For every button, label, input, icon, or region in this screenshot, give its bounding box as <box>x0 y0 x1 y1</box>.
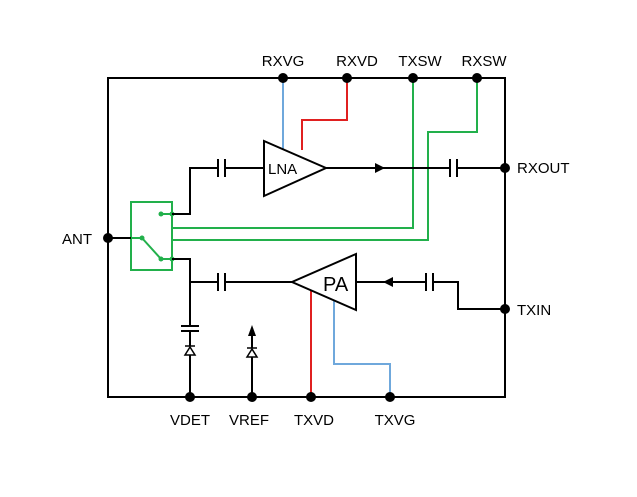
rx-input-wire <box>172 167 218 215</box>
txsw-pin <box>408 73 418 83</box>
vref-diode <box>245 347 259 358</box>
ant-pin <box>103 233 113 243</box>
rx-input-capacitor <box>217 159 226 177</box>
vref-pin <box>247 392 257 402</box>
rxsw-pin <box>472 73 482 83</box>
tx-direction-arrow <box>383 277 393 287</box>
vdet-pin <box>185 392 195 402</box>
pa-label: PA <box>323 274 349 296</box>
vref-arrow <box>248 325 256 336</box>
txin-wire <box>433 281 505 310</box>
switch-contact <box>139 235 145 241</box>
vdet-label: VDET <box>170 412 210 429</box>
rf-switch <box>130 201 173 271</box>
txin-label: TXIN <box>517 302 551 319</box>
rxvg-pin <box>278 73 288 83</box>
package-outline <box>107 77 506 398</box>
vdet-capacitor <box>181 325 199 332</box>
ant-label: ANT <box>62 231 92 248</box>
vdet-diode <box>183 345 197 356</box>
rxvg-label: RXVG <box>262 53 305 70</box>
switch-contact <box>158 211 164 217</box>
tx-output-wire <box>172 258 218 283</box>
txsw-control-wire <box>173 78 414 229</box>
vref-label: VREF <box>229 412 269 429</box>
rxvd-label: RXVD <box>336 53 378 70</box>
rxvd-wire <box>301 78 348 150</box>
rxout-pin <box>500 163 510 173</box>
rx-output-capacitor <box>449 159 458 177</box>
txvd-label: TXVD <box>294 412 334 429</box>
rxvd-pin <box>342 73 352 83</box>
tx-output-capacitor <box>217 273 226 291</box>
txsw-label: TXSW <box>398 53 442 70</box>
rxsw-control-wire <box>173 78 478 241</box>
lna-amplifier <box>263 139 329 198</box>
rxsw-label: RXSW <box>462 53 508 70</box>
switch-contact <box>158 256 164 262</box>
txvg-pin <box>385 392 395 402</box>
rxout-label: RXOUT <box>517 160 570 177</box>
lna-label: LNA <box>268 161 297 178</box>
txin-pin <box>500 304 510 314</box>
txvg-wire <box>333 298 391 397</box>
tx-input-capacitor <box>425 273 434 291</box>
rx-direction-arrow <box>375 163 385 173</box>
txvd-pin <box>306 392 316 402</box>
txvg-label: TXVG <box>375 412 416 429</box>
switch-blade <box>141 237 162 260</box>
